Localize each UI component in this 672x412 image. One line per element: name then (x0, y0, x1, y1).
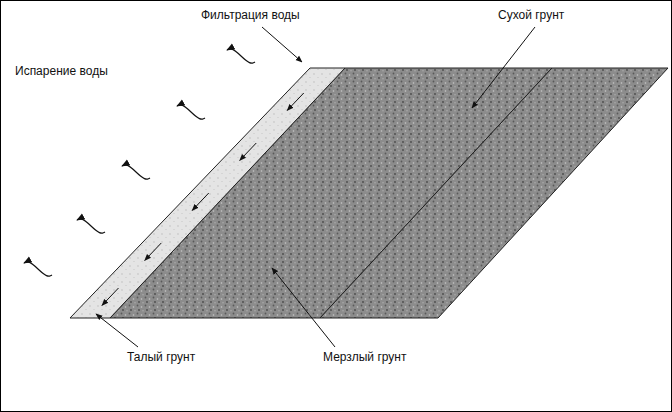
thawed-soil (70, 68, 345, 318)
leader-line (96, 314, 138, 347)
callout-label: Мерзлый грунт (322, 350, 407, 364)
filtration-arrow (240, 143, 257, 160)
leader-line (262, 27, 302, 62)
callout-label: Фильтрация воды (200, 8, 301, 22)
evaporation-arrow (177, 105, 205, 119)
evaporation-arrow (227, 49, 255, 63)
leader-line (472, 27, 535, 108)
dry-soil (320, 68, 668, 318)
evaporation-arrow (77, 219, 105, 233)
leader-line (272, 268, 335, 347)
callout-label: Сухой грунт (497, 8, 565, 22)
filtration-arrow (145, 243, 162, 260)
filtration-arrow (287, 93, 304, 110)
callout-label: Талый грунт (126, 350, 196, 364)
evaporation-arrows (24, 49, 255, 276)
callout-label: Испарение воды (14, 64, 109, 78)
leader-lines (96, 27, 535, 347)
filtration-arrow (102, 288, 119, 305)
evaporation-arrow (24, 262, 52, 276)
filtration-arrow (192, 193, 209, 210)
filtration-arrows (102, 93, 304, 305)
evaporation-arrow (122, 165, 150, 179)
